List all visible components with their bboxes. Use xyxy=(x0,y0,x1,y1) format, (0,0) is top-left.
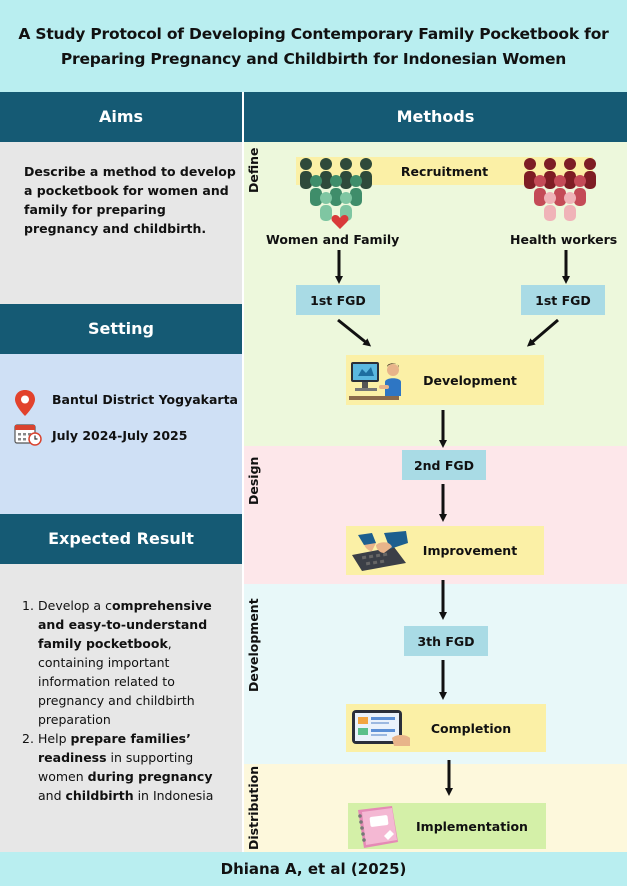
calendar-icon xyxy=(14,424,42,446)
expected-item-2: 2. Help prepare families’ readiness in s… xyxy=(22,731,214,803)
setting-location: Bantul District Yogyakarta xyxy=(52,392,238,407)
footer-citation: Dhiana A, et al (2025) xyxy=(0,852,627,886)
setting-panel: Bantul District Yogyakarta July 2024-Jul… xyxy=(0,354,242,514)
aims-text: Describe a method to develop a pocketboo… xyxy=(24,164,236,236)
fgd1-left-box: 1st FGD xyxy=(296,285,380,315)
setting-header: Setting xyxy=(0,304,242,354)
expected-item-1: 1. Develop a comprehensive and easy-to-u… xyxy=(22,598,212,727)
fgd2-box: 2nd FGD xyxy=(402,450,486,480)
notebook-icon xyxy=(358,806,398,848)
person-at-computer-icon xyxy=(349,362,401,400)
title-band xyxy=(0,0,627,92)
heart-icon xyxy=(331,215,349,229)
women-family-label: Women and Family xyxy=(266,232,400,247)
expected-result-panel: 1. Develop a comprehensive and easy-to-u… xyxy=(0,564,242,852)
tablet-icon xyxy=(352,710,410,746)
people-group-icon xyxy=(300,158,372,221)
typing-hands-icon xyxy=(352,531,408,571)
fgd3-box: 3th FGD xyxy=(404,626,488,656)
location-pin-icon xyxy=(15,390,35,416)
aims-header: Aims xyxy=(0,92,242,142)
title-line-2: Preparing Pregnancy and Childbirth for I… xyxy=(60,50,567,68)
fgd1-right-box: 1st FGD xyxy=(521,285,605,315)
aims-panel: Describe a method to develop a pocketboo… xyxy=(0,142,242,304)
title-line-1: A Study Protocol of Developing Contempor… xyxy=(18,25,609,43)
setting-period: July 2024-July 2025 xyxy=(52,428,188,443)
health-workers-label: Health workers xyxy=(510,232,618,247)
expected-result-header: Expected Result xyxy=(0,514,242,564)
methods-header: Methods xyxy=(244,92,627,142)
health-workers-group-icon xyxy=(524,158,596,221)
